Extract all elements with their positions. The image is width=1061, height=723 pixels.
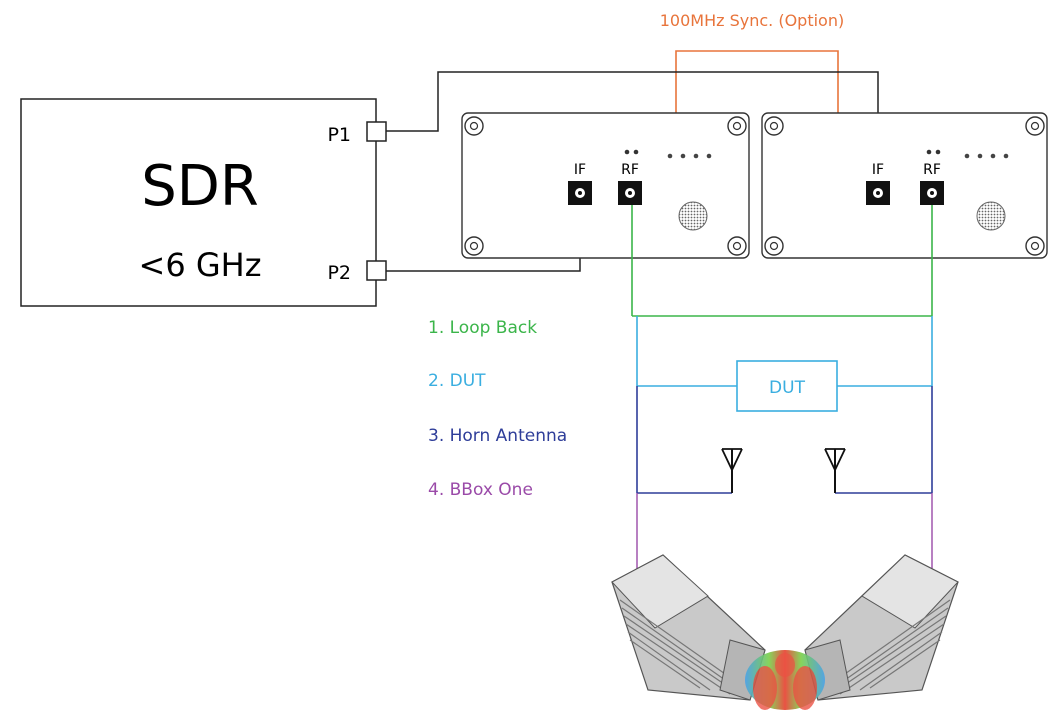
unit1-if-connector [568,181,592,205]
dut-label: DUT [769,378,806,398]
bbox-device-left [611,554,766,701]
sdr-block: SDR <6 GHz P1 P2 [20,98,387,307]
dut-box [736,360,838,412]
unit2-if-label: IF [872,162,884,178]
bbox-device-right [804,554,959,701]
unit1-rf-label: RF [621,162,639,178]
legend-horn-antenna: 3. Horn Antenna [428,426,567,446]
sync-line [675,50,839,124]
legend-bbox-one: 4. BBox One [428,480,533,500]
sync-label: 100MHz Sync. (Option) [660,11,844,30]
antenna-icon [824,448,846,493]
port-p1-label: P1 [327,124,351,146]
speaker-grille [976,201,1006,231]
antenna-icon [721,448,743,493]
legend-dut: 2. DUT [428,371,486,391]
speaker-grille [678,201,708,231]
cable-p1-to-if [386,71,879,188]
unit1-if-label: IF [574,162,586,178]
unit2-rf-connector [920,181,944,205]
frontend-unit-right: IF RF [761,112,1048,259]
sdr-subtitle: <6 GHz [139,246,262,284]
legend-loopback: 1. Loop Back [428,318,537,338]
beam-pattern [745,650,825,710]
port-p2 [366,260,387,281]
unit1-rf-connector [618,181,642,205]
unit2-if-connector [866,181,890,205]
frontend-unit-left: IF RF [461,112,750,259]
port-p1 [366,121,387,142]
port-p2-label: P2 [327,262,351,284]
unit2-rf-label: RF [923,162,941,178]
sdr-title: SDR [141,154,259,219]
